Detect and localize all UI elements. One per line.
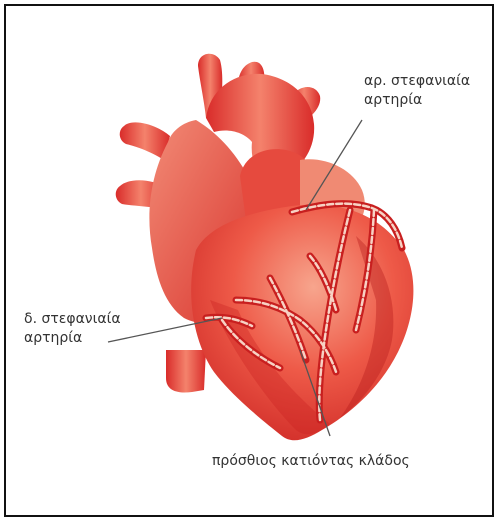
label-left-coronary-artery: αρ. στεφανιαία αρτηρία <box>364 72 470 110</box>
label-right-coronary-line2: αρτηρία <box>24 329 121 348</box>
label-left-coronary-line1: αρ. στεφανιαία <box>364 72 470 91</box>
label-anterior-descending-branch: πρόσθιος κατιόντας κλάδος <box>212 452 410 471</box>
label-left-coronary-line2: αρτηρία <box>364 91 470 110</box>
label-right-coronary-artery: δ. στεφανιαία αρτηρία <box>24 310 121 348</box>
label-right-coronary-line1: δ. στεφανιαία <box>24 310 121 329</box>
